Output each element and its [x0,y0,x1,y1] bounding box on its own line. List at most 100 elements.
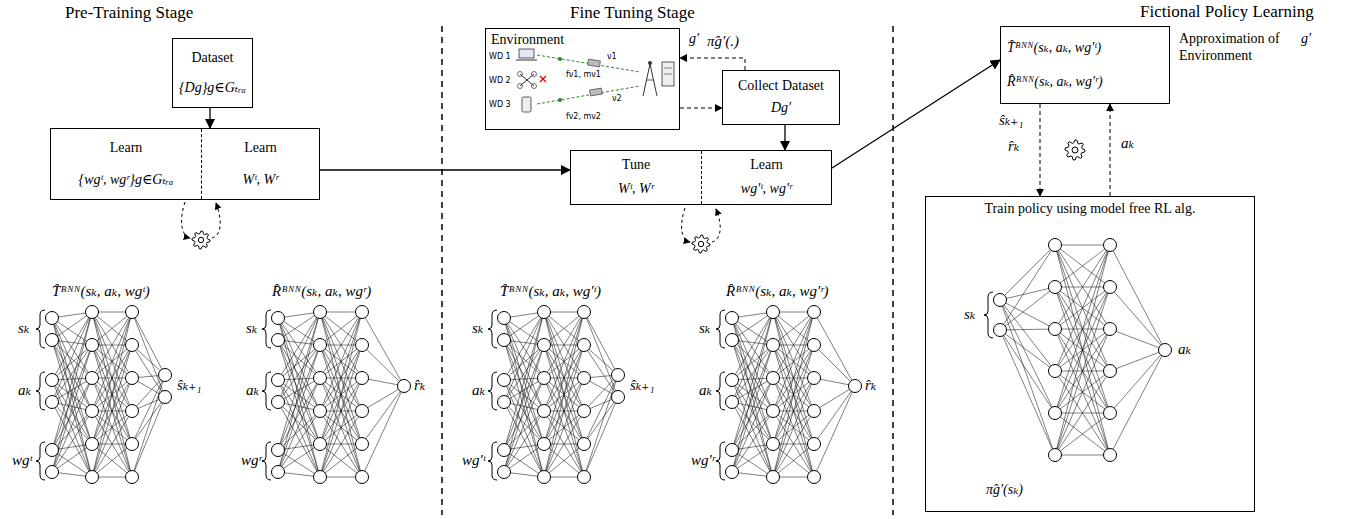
network-link [504,380,544,411]
network-neuron [1104,239,1117,252]
network-neuron [767,438,780,451]
network-neuron [767,405,780,418]
box-text: Approximation of Environment [1179,31,1297,65]
input-brace [262,310,271,348]
network-link [584,312,618,397]
network-neuron [272,334,285,347]
math-label: sₖ [246,320,257,337]
network-link [1110,350,1165,455]
input-brace [984,292,993,338]
network-link [1000,245,1055,300]
network-link [1055,329,1110,455]
network-neuron [46,444,59,457]
network-neuron [1104,449,1117,462]
network-neuron [498,374,511,387]
network-neuron [126,438,139,451]
network-link [278,345,320,450]
vehicle-icon [588,59,601,67]
math-label: T̂ᴮᴺᴺ(sₖ, aₖ, wg′ᵗ) [500,283,601,300]
network-link [320,378,362,477]
network-neuron [86,471,99,484]
math-label: wgʳ [241,452,262,469]
edge-label: π̂g′(.) [706,33,740,50]
network-link [362,386,404,477]
network-neuron [356,405,369,418]
math-label: wg′ʳ [691,452,715,469]
network-link [320,444,362,477]
network-neuron [1049,449,1062,462]
neural-network [994,239,1172,462]
network-neuron [159,391,172,404]
network-link [52,378,92,472]
figure-label: ν1 [607,52,617,61]
input-brace [36,372,45,410]
network-neuron [1159,344,1172,357]
math-label: aₖ [246,382,259,399]
flow-arrow [209,108,210,128]
network-link [1055,245,1110,413]
network-link [544,312,584,345]
network-link [584,375,618,477]
network-neuron [498,334,511,347]
network-neuron [126,405,139,418]
network-link [1055,287,1110,455]
figure-label: WD 2 [489,76,511,85]
network-neuron [86,339,99,352]
network-neuron [726,396,739,409]
network-link [278,380,320,411]
network-link [544,444,584,477]
box-text: Train policy using model free RL alg. [985,201,1196,218]
network-neuron [272,444,285,457]
box-text: T̂ᴮᴺᴺ(sₖ, aₖ, wg′ᵗ) [1007,40,1101,57]
network-neuron [126,471,139,484]
network-neuron [1049,239,1062,252]
box-text: wg′ᵗ, wg′ʳ [741,181,792,198]
network-neuron [498,312,511,325]
box-text: Environment [491,32,564,49]
network-link [1110,287,1165,350]
neural-network [46,306,172,484]
math-label: sₖ [18,320,29,337]
network-link [278,378,320,472]
figure-label: fν2, mν2 [566,112,601,121]
network-link [773,312,814,411]
neural-network [498,306,625,484]
input-brace [262,372,271,410]
network-link [1055,245,1110,329]
network-neuron [726,466,739,479]
server-icon [662,62,674,86]
network-link [320,312,362,411]
network-drawings [36,140,1172,484]
network-link [278,345,320,402]
math-label: T̂ᴮᴺᴺ(sₖ, aₖ, wgᵗ) [52,283,150,300]
network-neuron [314,306,327,319]
tower-icon [643,61,657,96]
math-label: R̂ᴮᴺᴺ(sₖ, aₖ, wg′ʳ) [726,283,829,300]
network-neuron [808,405,821,418]
network-neuron [578,339,591,352]
stage-title: Fictional Policy Learning [1140,2,1314,22]
network-neuron [1049,281,1062,294]
network-neuron [86,306,99,319]
box-text: π̂g′(sₖ) [986,482,1023,499]
network-neuron [126,372,139,385]
network-link [1110,350,1165,371]
network-neuron [398,380,411,393]
network-link [1055,245,1110,371]
input-brace [716,310,725,348]
network-neuron [578,372,591,385]
network-link [814,386,855,477]
gear-icon [192,231,210,249]
box-text: g′ [689,31,699,48]
input-brace [716,372,725,410]
box-text: {wgᵗ, wgʳ}g∈Gₜᵣₐ [79,172,174,189]
network-neuron [1104,323,1117,336]
laptop-icon [516,60,537,61]
network-link [814,386,855,411]
network-link [1055,245,1110,287]
network-neuron [767,339,780,352]
network-neuron [578,306,591,319]
laptop-icon [519,49,534,58]
network-link [1000,300,1055,329]
